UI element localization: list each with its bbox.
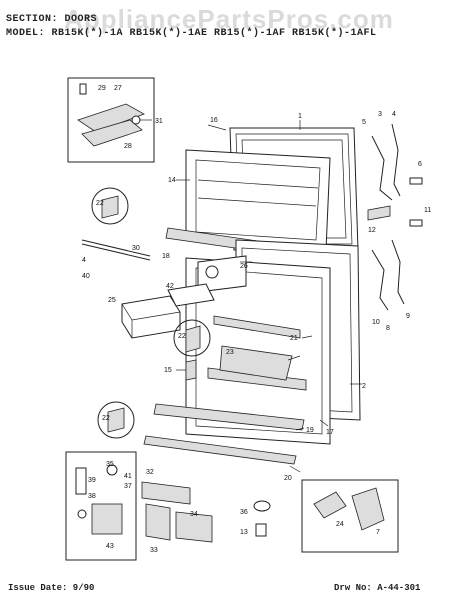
- lower-hinge-inset: 35 41 37 39 38 43: [65, 451, 137, 561]
- callout-17: 17: [326, 429, 334, 436]
- hinge-plate: [77, 103, 145, 133]
- model-label: MODEL: RB15K(*)-1A RB15K(*)-1AE RB15(*)-…: [6, 28, 377, 39]
- detail-circle-middle: 22 15: [164, 319, 211, 381]
- shelf-retainer: [185, 359, 197, 381]
- butter-bin: 25: [108, 283, 215, 339]
- hinge-bracket-lower: [91, 503, 123, 535]
- bin-lid: [167, 283, 215, 307]
- callout-33: 33: [150, 547, 158, 554]
- callout-35: 35: [106, 461, 114, 468]
- upper-hinge-inset: 29 27 31 28: [67, 77, 163, 163]
- callout-14: 14: [168, 177, 176, 184]
- detail-circle-bottom: 22: [97, 401, 135, 439]
- callout-30: 30: [132, 245, 140, 252]
- door-spring: [371, 135, 393, 201]
- callout-41: 41: [124, 473, 132, 480]
- callout-3: 3: [378, 111, 382, 118]
- door-trim-lower: [143, 435, 297, 465]
- issue-date: Issue Date: 9/90: [8, 583, 95, 593]
- door-handle-bottom: 19 20: [143, 403, 314, 482]
- callout-29: 29: [98, 85, 106, 92]
- center-hinge: [367, 205, 391, 221]
- callout-34: 34: [190, 511, 198, 518]
- callout-10: 10: [372, 319, 380, 326]
- egg-tray: [219, 345, 293, 381]
- callout-28: 28: [124, 143, 132, 150]
- callout-7: 7: [376, 529, 380, 536]
- fresh-food-door: 26 42 21 23 2 17: [166, 239, 366, 445]
- cap-part: [253, 500, 271, 512]
- callout-27: 27: [114, 85, 122, 92]
- callout-4-left: 4: [82, 257, 86, 264]
- door-trim: [81, 239, 151, 257]
- callout-15: 15: [164, 367, 172, 374]
- callout-42: 42: [166, 283, 174, 290]
- callout-36: 36: [240, 509, 248, 516]
- callout-38: 38: [88, 493, 96, 500]
- callout-22-top: 22: [96, 200, 104, 207]
- callout-37: 37: [124, 483, 132, 490]
- handle-strip-lower: [153, 403, 305, 431]
- callout-22-bottom: 22: [102, 415, 110, 422]
- callout-39: 39: [88, 477, 96, 484]
- callout-21: 21: [290, 335, 298, 342]
- right-inset: 24 7: [301, 479, 399, 553]
- hinge-pin: [131, 115, 141, 125]
- hinge-pin-lower: [75, 467, 87, 495]
- callout-43: 43: [106, 543, 114, 550]
- callout-25: 25: [108, 297, 116, 304]
- callout-1: 1: [298, 113, 302, 120]
- callout-11: 11: [424, 207, 431, 214]
- callout-31: 31: [155, 118, 163, 125]
- door-shelf: [213, 315, 301, 339]
- callout-32: 32: [146, 469, 154, 476]
- side-parts: 5 3 4 6 11 12 10 8 9: [362, 111, 431, 332]
- freezer-door: 16 1 14: [168, 113, 359, 251]
- callout-18: 18: [162, 253, 170, 260]
- callout-12: 12: [368, 227, 376, 234]
- section-label: SECTION: DOORS: [6, 14, 98, 25]
- callout-5: 5: [362, 119, 366, 126]
- callout-4: 4: [392, 111, 396, 118]
- plug-part: [409, 177, 423, 185]
- callout-13: 13: [240, 529, 248, 536]
- callout-20: 20: [284, 475, 292, 482]
- callout-23: 23: [226, 349, 234, 356]
- callout-6: 6: [418, 161, 422, 168]
- drawing-number: Drw No: A-44-301: [334, 583, 421, 593]
- callout-19: 19: [306, 427, 314, 434]
- callout-9: 9: [406, 313, 410, 320]
- dairy-door: [197, 255, 247, 293]
- callout-40: 40: [82, 273, 90, 280]
- callout-8: 8: [386, 325, 390, 332]
- callout-26: 26: [240, 263, 248, 270]
- hinge-shim: [81, 119, 143, 147]
- callout-24: 24: [336, 521, 344, 528]
- small-parts: 36 13: [240, 500, 271, 537]
- callout-2: 2: [362, 383, 366, 390]
- callout-22-middle: 22: [178, 333, 186, 340]
- screw-part: [79, 83, 87, 95]
- bottom-hinge-bracket: 32 34 33: [141, 469, 213, 554]
- callout-16: 16: [210, 117, 218, 124]
- trim-strip: 30 4 40: [81, 239, 151, 280]
- detail-circle-top: 22: [91, 187, 129, 225]
